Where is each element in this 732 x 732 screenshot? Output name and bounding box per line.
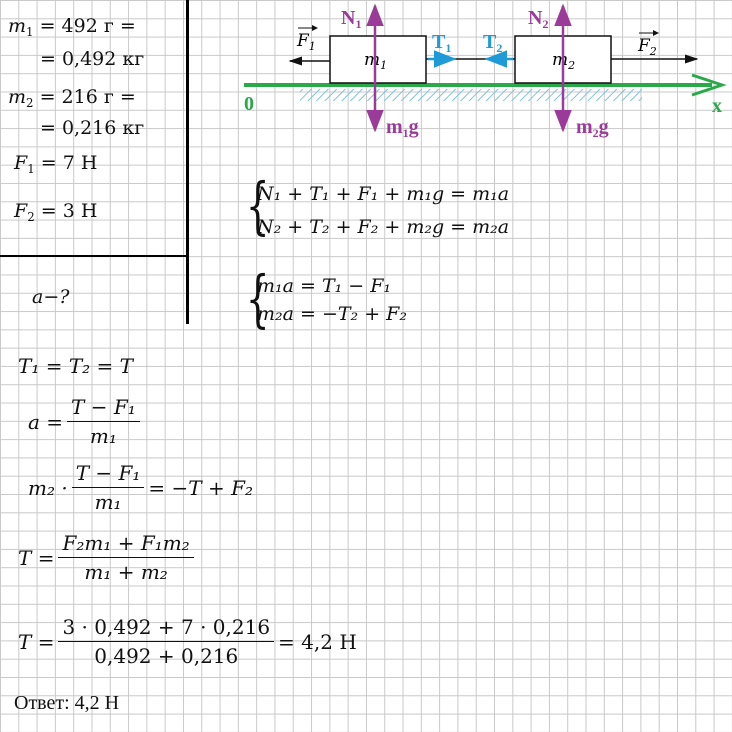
normal-label-n1: N1 (341, 7, 361, 31)
vector-equation-2: N₂ + T₂ + F₂ + m₂g = m₂a (257, 216, 510, 238)
given-f1: F1 = 7 Н (14, 152, 98, 177)
scalar-equation-2: m₂a = −T₂ + F₂ (257, 303, 407, 325)
force-diagram: 0 x m1 m2 T1 T2 F1 F2 N1 N2 m1g m2g (244, 3, 727, 140)
given-m2-line1: m2 = 216 г = (8, 86, 136, 111)
given-m1-line2: = 0,492 кг (40, 48, 145, 70)
unknown-acceleration: a−? (32, 286, 70, 308)
scalar-system-brace: { (245, 262, 270, 335)
surface-hatch (300, 89, 642, 101)
given-m1-line1: m1 = 492 г = (8, 15, 136, 40)
tension-label-t2: T2 (483, 31, 502, 55)
axis-x-label: x (712, 95, 722, 117)
svg-text:F2: F2 (637, 36, 657, 58)
scalar-equation-1: m₁a = T₁ − F₁ (257, 275, 392, 297)
weight-label-m1g: m1g (386, 116, 419, 140)
svg-text:F1: F1 (296, 31, 316, 53)
weight-label-m2g: m2g (576, 116, 609, 140)
vector-system-brace: { (245, 169, 270, 242)
answer: Ответ: 4,2 Н (14, 692, 120, 714)
vector-equation-1: N₁ + T₁ + F₁ + m₁g = m₁a (257, 183, 510, 205)
normal-label-n2: N2 (528, 7, 548, 31)
given-f2: F2 = 3 Н (14, 200, 98, 225)
given-panel-separator (0, 255, 189, 257)
tension-equality: T₁ = T₂ = T (18, 354, 133, 378)
given-m2-line2: = 0,216 кг (40, 117, 145, 139)
friction-label-f1: F1 (296, 25, 318, 53)
x-axis-arrow (691, 73, 727, 97)
given-panel-right-border (186, 0, 189, 324)
axis-origin-label: 0 (244, 93, 254, 115)
friction-label-f2: F2 (637, 30, 659, 58)
tension-label-t1: T1 (432, 31, 451, 55)
